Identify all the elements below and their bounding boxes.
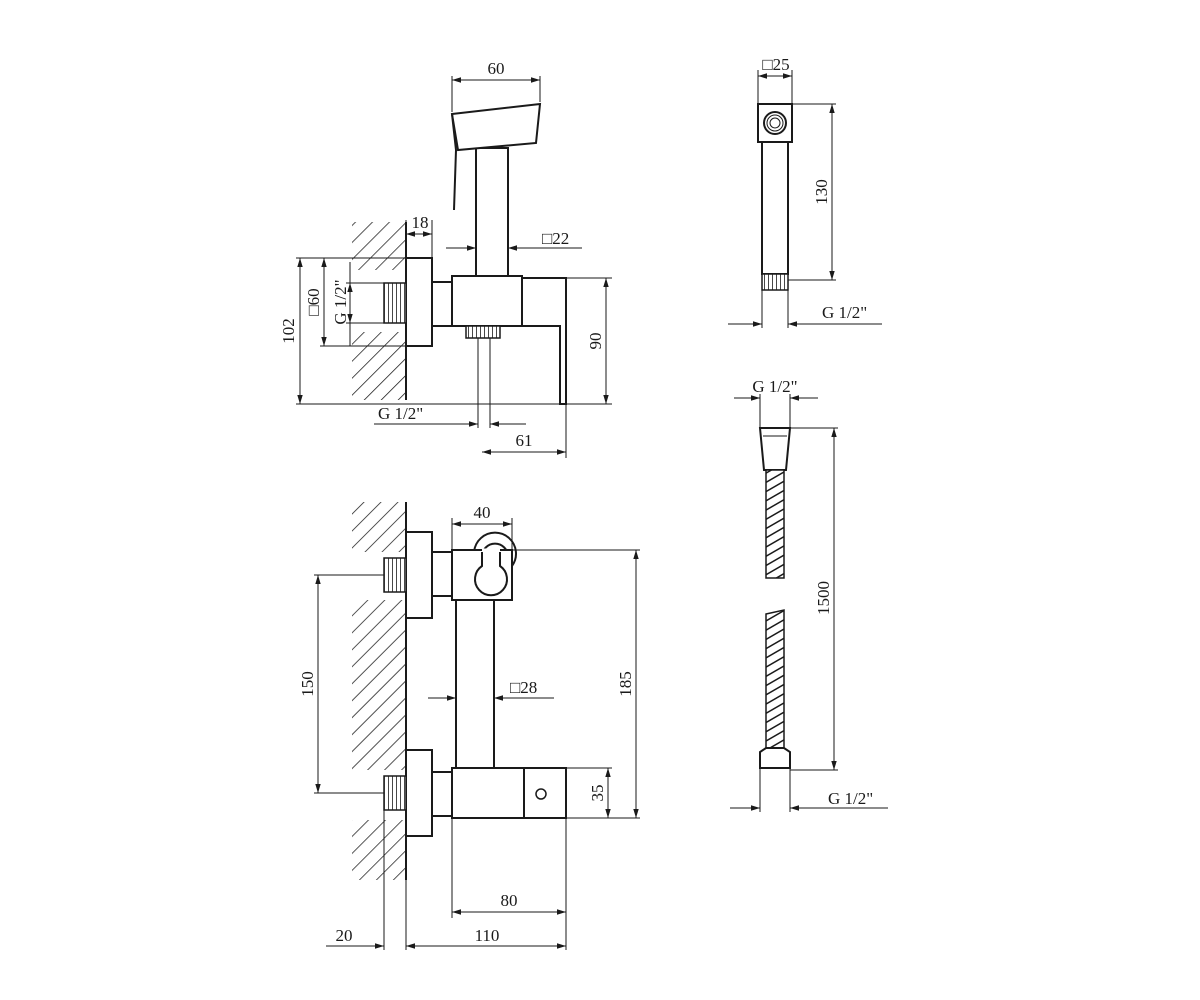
lower-inlet-thread bbox=[383, 775, 407, 811]
label-sq60: □60 bbox=[304, 288, 323, 315]
label-dim-110: 110 bbox=[475, 926, 500, 945]
hose-top-cone bbox=[758, 427, 792, 471]
label-g-handset: G 1/2" bbox=[822, 303, 867, 322]
holder-slot bbox=[474, 552, 508, 597]
label-dim-60: 60 bbox=[488, 59, 505, 78]
hose-lower-section bbox=[765, 609, 785, 749]
wall-hatch-top bbox=[352, 222, 406, 270]
front-view-assembly: 40 150 □28 185 35 80 20 110 bbox=[298, 502, 640, 950]
vertical-bar bbox=[455, 599, 495, 769]
label-dim-185: 185 bbox=[616, 671, 635, 697]
label-dim-102: 102 bbox=[279, 318, 298, 344]
label-g-hose-bottom: G 1/2" bbox=[828, 789, 873, 808]
outlet-thread bbox=[465, 325, 501, 339]
label-dim-1500: 1500 bbox=[814, 581, 833, 615]
nozzle-middle-ring bbox=[766, 114, 784, 132]
label-g-outlet: G 1/2" bbox=[378, 404, 423, 423]
wall-hatch-bottom bbox=[352, 332, 406, 400]
upper-wall-flange bbox=[405, 531, 433, 619]
inlet-thread bbox=[383, 282, 407, 324]
handset-front-view: □25 130 G 1/2" bbox=[728, 55, 882, 328]
front-mixer-cap bbox=[523, 767, 567, 819]
connector-nut bbox=[431, 281, 453, 327]
label-dim-80: 80 bbox=[501, 891, 518, 910]
mixer-lever bbox=[521, 277, 567, 405]
wall-hatch-b3 bbox=[352, 820, 406, 880]
handset-trigger bbox=[451, 113, 458, 211]
handset-tube bbox=[475, 147, 509, 277]
nozzle-outer-ring bbox=[763, 111, 787, 135]
label-dim-130: 130 bbox=[812, 179, 831, 205]
wall-flange bbox=[405, 257, 433, 347]
lower-wall-flange bbox=[405, 749, 433, 837]
label-sq28: □28 bbox=[510, 678, 537, 697]
mixer-screw-hole bbox=[535, 788, 547, 800]
side-view-assembly: 60 18 □22 □60 G 1/2" 102 90 bbox=[279, 59, 612, 458]
hose-upper-section bbox=[765, 469, 785, 579]
mixer-body bbox=[451, 275, 523, 327]
hose-bottom-fitting bbox=[759, 747, 791, 769]
handset-head bbox=[450, 102, 542, 152]
label-dim-18: 18 bbox=[412, 213, 429, 232]
front-mixer-body bbox=[451, 767, 525, 819]
upper-inlet-thread bbox=[383, 557, 407, 593]
hose-view: G 1/2" 1500 G 1/2" bbox=[730, 377, 888, 812]
upper-connector-nut bbox=[431, 551, 453, 597]
label-sq25: □25 bbox=[762, 55, 789, 74]
label-dim-90: 90 bbox=[586, 333, 605, 350]
wall-hatch-b1 bbox=[352, 502, 406, 552]
label-sq22: □22 bbox=[542, 229, 569, 248]
label-dim-61: 61 bbox=[516, 431, 533, 450]
nozzle-inner-ring bbox=[769, 117, 781, 129]
label-dim-40: 40 bbox=[474, 503, 491, 522]
label-g-inlet: G 1/2" bbox=[331, 279, 350, 324]
label-dim-150: 150 bbox=[298, 671, 317, 697]
label-g-hose-top: G 1/2" bbox=[752, 377, 797, 396]
lower-connector-nut bbox=[431, 771, 453, 817]
handset-front-thread bbox=[761, 273, 789, 291]
wall-hatch-b2 bbox=[352, 600, 406, 770]
handset-front-tube bbox=[761, 141, 789, 275]
label-dim-20: 20 bbox=[336, 926, 353, 945]
label-dim-35: 35 bbox=[588, 785, 607, 802]
